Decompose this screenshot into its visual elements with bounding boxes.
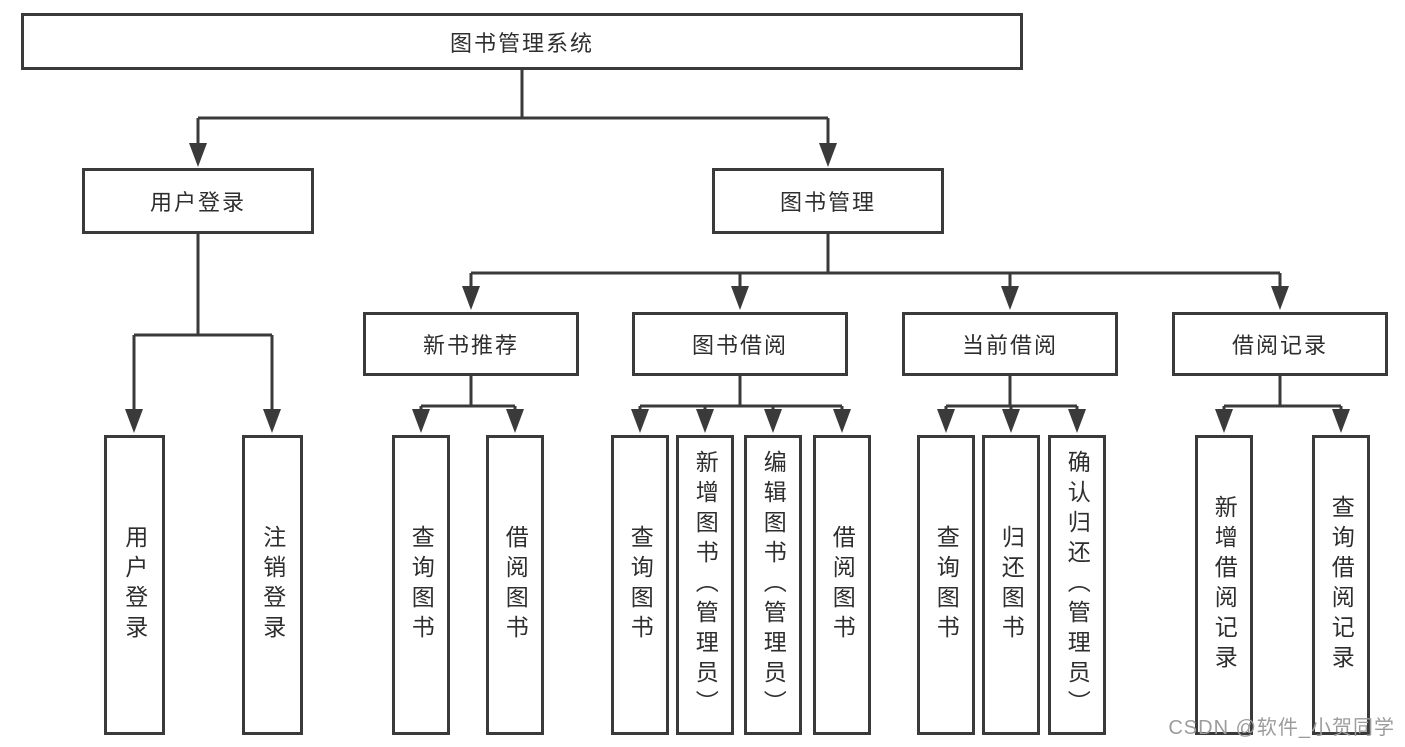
leaf-borrow-borrow-books: 借阅图书 xyxy=(813,435,871,735)
leaf-label: 编辑图书（管理员） xyxy=(760,450,787,720)
node-label: 图书管理系统 xyxy=(449,30,594,56)
node-label: 当前借阅 xyxy=(961,333,1058,358)
leaf-borrow-edit-books-admin: 编辑图书（管理员） xyxy=(744,435,802,735)
leaf-label: 查询借阅记录 xyxy=(1328,495,1355,675)
node-library-management-system: 图书管理系统 xyxy=(21,13,1023,70)
csdn-watermark: CSDN @软件_小贺同学 xyxy=(1168,717,1395,739)
leaf-label: 确认归还（管理员） xyxy=(1064,450,1091,720)
leaf-newrec-borrow-books: 借阅图书 xyxy=(486,435,544,735)
leaf-label: 查询图书 xyxy=(627,525,654,645)
node-label: 图书管理 xyxy=(779,190,876,215)
node-borrowing-records: 借阅记录 xyxy=(1172,312,1388,376)
leaf-label: 新增借阅记录 xyxy=(1211,495,1238,675)
leaf-borrow-query-books: 查询图书 xyxy=(611,435,669,735)
leaf-label: 借阅图书 xyxy=(502,525,529,645)
leaf-label: 借阅图书 xyxy=(829,525,856,645)
node-book-borrowing: 图书借阅 xyxy=(632,312,848,376)
leaf-label: 查询图书 xyxy=(933,525,960,645)
leaf-records-add-borrow-record: 新增借阅记录 xyxy=(1195,435,1253,735)
leaf-records-query-borrow-record: 查询借阅记录 xyxy=(1312,435,1370,735)
leaf-label: 注销登录 xyxy=(259,525,286,645)
node-user-login: 用户登录 xyxy=(82,168,314,234)
leaf-current-return-books: 归还图书 xyxy=(982,435,1040,735)
leaf-logout-login: 注销登录 xyxy=(242,435,303,735)
node-label: 图书借阅 xyxy=(691,333,788,358)
node-book-management: 图书管理 xyxy=(712,168,944,234)
leaf-newrec-query-books: 查询图书 xyxy=(392,435,450,735)
leaf-current-confirm-return-admin: 确认归还（管理员） xyxy=(1048,435,1106,735)
node-label: 借阅记录 xyxy=(1231,333,1328,358)
leaf-label: 查询图书 xyxy=(408,525,435,645)
leaf-current-query-books: 查询图书 xyxy=(917,435,975,735)
leaf-borrow-add-books-admin: 新增图书（管理员） xyxy=(676,435,734,735)
node-label: 用户登录 xyxy=(149,190,246,215)
leaf-label: 归还图书 xyxy=(998,525,1025,645)
leaf-label: 新增图书（管理员） xyxy=(692,450,719,720)
leaf-label: 用户登录 xyxy=(121,525,148,645)
node-new-book-recommend: 新书推荐 xyxy=(363,312,579,376)
leaf-user-login: 用户登录 xyxy=(104,435,165,735)
node-current-borrowing: 当前借阅 xyxy=(902,312,1118,376)
node-label: 新书推荐 xyxy=(422,333,519,358)
